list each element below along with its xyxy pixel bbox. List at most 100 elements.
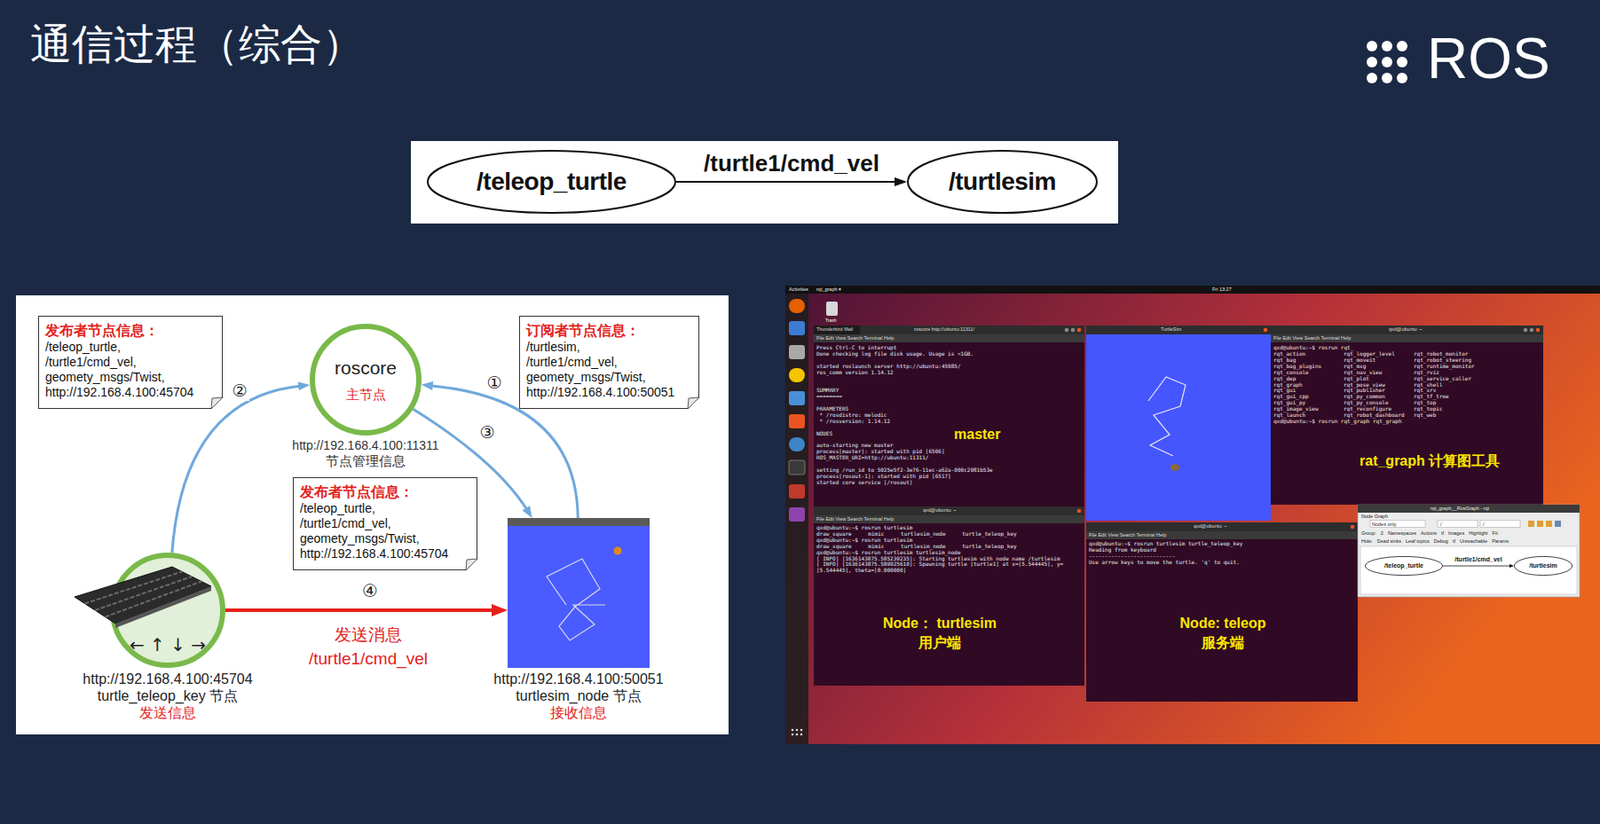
arrowhead — [491, 604, 508, 617]
node-text: /turtlesim, /turtle1/cmd_vel, geomety_ms… — [526, 339, 693, 401]
node-body: roscore主节点 — [309, 323, 422, 436]
label-text: rqt_graph__RosGraph - rqt — [1430, 505, 1490, 513]
toolbar-option: Highlight — [1468, 530, 1488, 537]
terminal-cell: rqt_topic — [1413, 406, 1484, 413]
terminal-line: PARAMETERS — [816, 406, 1081, 413]
rqt-node-ellipse: /teleop_turtle — [1364, 556, 1443, 576]
grid-dot — [791, 729, 795, 733]
dock — [785, 293, 809, 745]
panel-title: Node Graph — [1361, 513, 1388, 521]
terminal-cell: rqt_top — [1413, 400, 1484, 407]
node-body: /turtlesim — [1513, 556, 1573, 576]
label-text: Node： turtlesim — [873, 614, 1007, 634]
terminal-line: * /rosdistro: melodic — [816, 412, 1081, 419]
arrowhead — [894, 177, 907, 187]
node-text: 发布者节点信息： — [45, 321, 216, 340]
node-text: 发布者节点信息： — [299, 482, 471, 502]
terminal-titlebar — [1270, 325, 1544, 335]
terminal-line: auto-starting new master — [816, 442, 1081, 450]
node-outline — [309, 323, 422, 436]
toolbar-option: Unreachable — [1459, 538, 1488, 545]
turtlesim-canvas — [1086, 334, 1271, 521]
node-text: /teleop_turtle, /turtle1/cmd_vel, geomet… — [299, 501, 471, 562]
terminal-line: qxd@ubuntu:~$ rosrun rqt_graph rqt_graph — [1273, 418, 1403, 426]
filter-box — [1437, 520, 1478, 529]
menu-bar-text: File Edit View Search Terminal Help — [1273, 335, 1351, 342]
terminal-cell: rqt_action — [1273, 351, 1344, 358]
node-text: /turtlesim — [1529, 562, 1558, 570]
terminal-line: ros_comm version 1.14.12 — [816, 370, 1081, 377]
node-body: 订阅者节点信息：/turtlesim, /turtle1/cmd_vel, ge… — [526, 321, 693, 401]
window-button — [1077, 328, 1082, 333]
info-callout: 订阅者节点信息：/turtlesim, /turtle1/cmd_vel, ge… — [519, 315, 700, 410]
terminal-cell: rqt_rviz — [1413, 370, 1484, 377]
node-body: /teleop_turtle — [426, 149, 677, 214]
terminal-menubar — [813, 334, 1085, 343]
grid-dot — [791, 733, 795, 737]
terminal-cell: rqt_console — [1273, 370, 1344, 377]
window-title: TurtleSim — [1160, 326, 1182, 333]
terminal-menubar — [813, 515, 1085, 524]
caption-text: http://192.168.4.100:45704 — [82, 670, 253, 688]
arrowhead — [421, 381, 434, 391]
toolbar-row: Hide:Dead sinksLeaf topicsDebugtfUnreach… — [1361, 538, 1509, 545]
toolbar-option: tf — [1441, 530, 1444, 537]
terminal-cell: rqt_logger_level — [1343, 351, 1414, 358]
label-text: 用户端 — [873, 633, 1007, 654]
callout-fold — [687, 397, 700, 410]
label-text: qxd@ubuntu: ~ — [922, 507, 957, 514]
connector-line — [172, 386, 302, 553]
terminal-line: draw_square mimic turtlesim_node turtle_… — [816, 531, 1081, 538]
toolbar-option: Params — [1491, 538, 1509, 545]
rqt-titlebar — [1357, 504, 1580, 513]
terminal-cell: rqt_py_console — [1343, 400, 1414, 407]
node-ellipse-outline — [1364, 556, 1443, 576]
diagram-panel — [15, 295, 729, 735]
caption-text: turtlesim_node 节点 — [493, 687, 663, 705]
label-text: rqt_graph ▾ — [816, 286, 842, 293]
tool-icon — [1528, 520, 1535, 528]
tool-icon — [1554, 520, 1561, 528]
caption-text: http://192.168.4.100:11311 — [291, 438, 439, 454]
label-text: roscore http://ubuntu:11311/ — [914, 326, 975, 333]
node-body — [507, 518, 650, 669]
terminal-cell: rqt_msg — [1343, 363, 1414, 371]
terminal-cell: rqt_py_common — [1343, 394, 1414, 401]
dock-icon — [788, 414, 805, 429]
annotation-label: master — [953, 426, 1001, 443]
toolbar-option: Actions — [1420, 530, 1437, 537]
label-text: 发送消息 — [279, 622, 458, 647]
arrowhead — [298, 381, 310, 391]
label-text: master — [953, 426, 1001, 443]
terminal-cell: rqt_gui_py — [1273, 400, 1344, 407]
edge-label: ① — [484, 373, 504, 394]
window-title: qxd@ubuntu: ~ — [1388, 326, 1423, 333]
node-text: roscore — [334, 356, 397, 379]
node-text: /teleop_turtle, /turtle1/cmd_vel, geomet… — [45, 339, 216, 401]
toolbar-option: Leaf topics — [1405, 538, 1430, 545]
connector-line — [676, 181, 899, 183]
node-body: 发布者节点信息：/teleop_turtle, /turtle1/cmd_vel… — [299, 482, 471, 562]
terminal-body — [1086, 522, 1358, 702]
terminal-cell: rqt_robot_dashboard — [1343, 412, 1414, 419]
terminal-line: qxd@ubuntu:~$ rosrun turtlesim turtlesim… — [816, 550, 1081, 557]
node-text: /teleop_turtle — [1384, 562, 1424, 570]
terminal-cell: rqt_launch — [1273, 412, 1344, 419]
terminal-cell: rqt_pose_view — [1343, 382, 1414, 389]
arrowhead — [1509, 564, 1514, 568]
turtlesim-titlebar — [1086, 325, 1271, 335]
turtle-path — [1148, 377, 1186, 457]
node-body: 发布者节点信息：/teleop_turtle, /turtle1/cmd_vel… — [45, 321, 216, 401]
trash-icon — [826, 301, 838, 316]
label-text: Node Graph — [1361, 513, 1388, 521]
dock-icon — [788, 437, 805, 452]
turtle — [1170, 464, 1180, 472]
toolbar-option: Images — [1448, 530, 1465, 537]
terminal-line: --------------------------- — [1088, 553, 1354, 560]
terminal-block: Press Ctrl-C to interruptDone checking l… — [816, 345, 1081, 487]
tooltip-text: Thunderbird Mail — [816, 326, 853, 333]
grid-dot — [800, 733, 804, 737]
terminal-line: setting /run_id to 5025e5f2-3e76-11ec-a6… — [816, 467, 1081, 474]
toolbar-row: Group:2NamespacesActionstfImagesHighligh… — [1361, 530, 1498, 537]
